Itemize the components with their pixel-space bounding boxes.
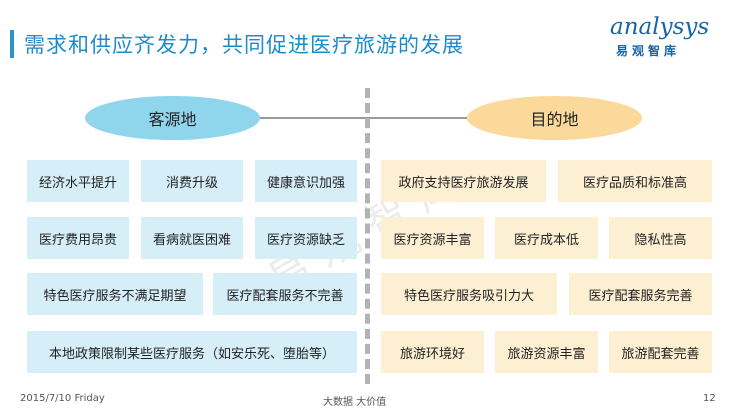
source-factor-box: 健康意识加强 [255,160,357,202]
destination-factor-box: 医疗成本低 [495,217,598,259]
footer-date: 2015/7/10 Friday [20,393,105,404]
connector-line [260,117,467,119]
destination-factor-box: 特色医疗服务吸引力大 [381,273,557,315]
source-factor-box: 医疗资源缺乏 [255,217,357,259]
destination-factor-box: 医疗品质和标准高 [558,160,712,202]
page-number: 12 [703,393,716,404]
source-region-ellipse: 客源地 [85,96,260,140]
footer-slogan: 大数据 大价值 [323,397,387,408]
source-factor-box: 特色医疗服务不满足期望 [27,273,203,315]
destination-ellipse: 目的地 [467,96,642,140]
center-divider [365,88,370,384]
destination-factor-box: 旅游配套完善 [609,331,712,373]
source-factor-box: 看病就医困难 [141,217,243,259]
destination-factor-box: 旅游资源丰富 [495,331,598,373]
logo-wordmark: analysys [610,14,710,40]
destination-factor-box: 医疗配套服务完善 [569,273,712,315]
page-title: 需求和供应齐发力，共同促进医疗旅游的发展 [24,33,464,57]
source-factor-box: 本地政策限制某些医疗服务（如安乐死、堕胎等） [27,331,357,373]
destination-factor-box: 隐私性高 [609,217,712,259]
destination-factor-box: 旅游环境好 [381,331,484,373]
brand-logo: analysys 易观智库 [606,14,718,60]
destination-factor-box: 医疗资源丰富 [381,217,484,259]
source-factor-box: 医疗配套服务不完善 [213,273,357,315]
source-factor-box: 医疗费用昂贵 [27,217,129,259]
source-factor-box: 消费升级 [141,160,243,202]
destination-factor-box: 政府支持医疗旅游发展 [381,160,546,202]
logo-chinese-name: 易观智库 [616,44,681,58]
source-factor-box: 经济水平提升 [27,160,129,202]
title-accent-bar [10,30,14,58]
